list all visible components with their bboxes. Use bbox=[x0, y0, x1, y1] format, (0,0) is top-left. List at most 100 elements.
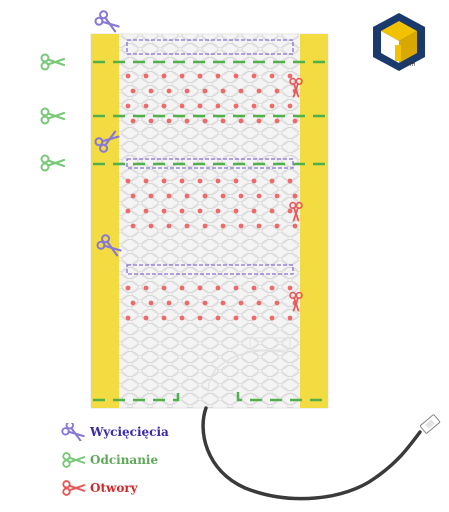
hole-dot bbox=[274, 300, 280, 306]
hole-dot bbox=[233, 73, 239, 79]
hole-dot bbox=[220, 88, 226, 94]
legend-label-cutouts: Wycięcięcia bbox=[90, 425, 169, 439]
hole-dot bbox=[256, 300, 262, 306]
scissors-icon bbox=[62, 452, 86, 468]
hole-dot bbox=[274, 118, 280, 124]
hole-dot bbox=[148, 300, 154, 306]
sensor-wire bbox=[207, 349, 286, 396]
hole-dot bbox=[251, 285, 257, 291]
hole-dot bbox=[143, 285, 149, 291]
hole-dot bbox=[184, 223, 190, 229]
hole-dot bbox=[197, 73, 203, 79]
hole-dot bbox=[184, 88, 190, 94]
hole-dot bbox=[197, 103, 203, 109]
hole-dot bbox=[220, 300, 226, 306]
hole-dot bbox=[215, 103, 221, 109]
hole-dot bbox=[220, 118, 226, 124]
purple-scissors-icon bbox=[92, 8, 123, 37]
hole-dot bbox=[251, 315, 257, 321]
hole-dot bbox=[220, 223, 226, 229]
hole-dot bbox=[184, 118, 190, 124]
logo-text: HHH bbox=[403, 62, 416, 68]
hole-dot bbox=[202, 193, 208, 199]
left-yellow-strip bbox=[91, 34, 119, 408]
legend-item-holes: Otwory bbox=[60, 479, 169, 497]
right-yellow-strip bbox=[300, 34, 328, 408]
hole-dot bbox=[238, 300, 244, 306]
hole-dot bbox=[287, 315, 293, 321]
hole-dot bbox=[125, 178, 131, 184]
hole-dot bbox=[287, 208, 293, 214]
hole-dot bbox=[256, 118, 262, 124]
hole-dot bbox=[287, 73, 293, 79]
hole-dot bbox=[161, 178, 167, 184]
hole-dot bbox=[202, 118, 208, 124]
hole-dot bbox=[143, 178, 149, 184]
hole-dot bbox=[166, 300, 172, 306]
hole-dot bbox=[148, 223, 154, 229]
hole-dot bbox=[256, 193, 262, 199]
hole-dot bbox=[197, 208, 203, 214]
hole-dot bbox=[238, 193, 244, 199]
hole-dot bbox=[197, 285, 203, 291]
hole-dot bbox=[287, 103, 293, 109]
hole-dot bbox=[251, 73, 257, 79]
hole-dot bbox=[274, 223, 280, 229]
hole-dot bbox=[292, 118, 298, 124]
hole-dot bbox=[161, 73, 167, 79]
hole-dot bbox=[238, 118, 244, 124]
hole-dot bbox=[166, 193, 172, 199]
hole-dot bbox=[251, 208, 257, 214]
hole-dot bbox=[251, 103, 257, 109]
purple-cut-rect-3 bbox=[126, 264, 294, 275]
hole-dot bbox=[148, 193, 154, 199]
hole-dot bbox=[269, 315, 275, 321]
scissors-icon bbox=[62, 480, 86, 496]
company-logo bbox=[373, 13, 425, 71]
hole-dot bbox=[130, 223, 136, 229]
hole-dot bbox=[233, 178, 239, 184]
hole-dot bbox=[125, 73, 131, 79]
hole-dot bbox=[238, 88, 244, 94]
hole-dot bbox=[197, 178, 203, 184]
hole-dot bbox=[233, 315, 239, 321]
hole-dot bbox=[179, 73, 185, 79]
hole-dot bbox=[161, 315, 167, 321]
sensor-patch bbox=[249, 337, 291, 351]
hole-dot bbox=[184, 300, 190, 306]
hole-dot bbox=[179, 103, 185, 109]
hole-dot bbox=[287, 285, 293, 291]
hole-dot bbox=[202, 300, 208, 306]
hole-dot bbox=[184, 193, 190, 199]
hole-dot bbox=[197, 315, 203, 321]
hole-dot bbox=[125, 208, 131, 214]
hole-dots bbox=[125, 73, 298, 321]
mat-mesh bbox=[119, 34, 300, 408]
hole-dot bbox=[130, 88, 136, 94]
hole-dot bbox=[220, 193, 226, 199]
green-scissors-icon bbox=[40, 107, 66, 125]
legend: Wycięcięcia Odcinanie Otwory bbox=[60, 423, 169, 497]
hole-dot bbox=[251, 178, 257, 184]
green-scissors-icon bbox=[40, 53, 66, 71]
cable-plug bbox=[419, 414, 441, 434]
power-cable bbox=[201, 406, 422, 501]
hole-dot bbox=[215, 178, 221, 184]
hole-dot bbox=[215, 315, 221, 321]
hole-dot bbox=[292, 223, 298, 229]
legend-item-trimming: Odcinanie bbox=[60, 451, 169, 469]
hole-dot bbox=[269, 178, 275, 184]
hole-dot bbox=[179, 208, 185, 214]
legend-label-trimming: Odcinanie bbox=[90, 453, 159, 467]
green-cut-line-bottom bbox=[93, 392, 326, 402]
legend-label-holes: Otwory bbox=[90, 481, 138, 495]
hole-dot bbox=[274, 88, 280, 94]
hole-dot bbox=[256, 88, 262, 94]
hole-dot bbox=[125, 103, 131, 109]
scissors-icon bbox=[60, 423, 86, 441]
hole-dot bbox=[148, 88, 154, 94]
hole-dot bbox=[143, 208, 149, 214]
hole-dot bbox=[238, 223, 244, 229]
hole-dot bbox=[130, 118, 136, 124]
